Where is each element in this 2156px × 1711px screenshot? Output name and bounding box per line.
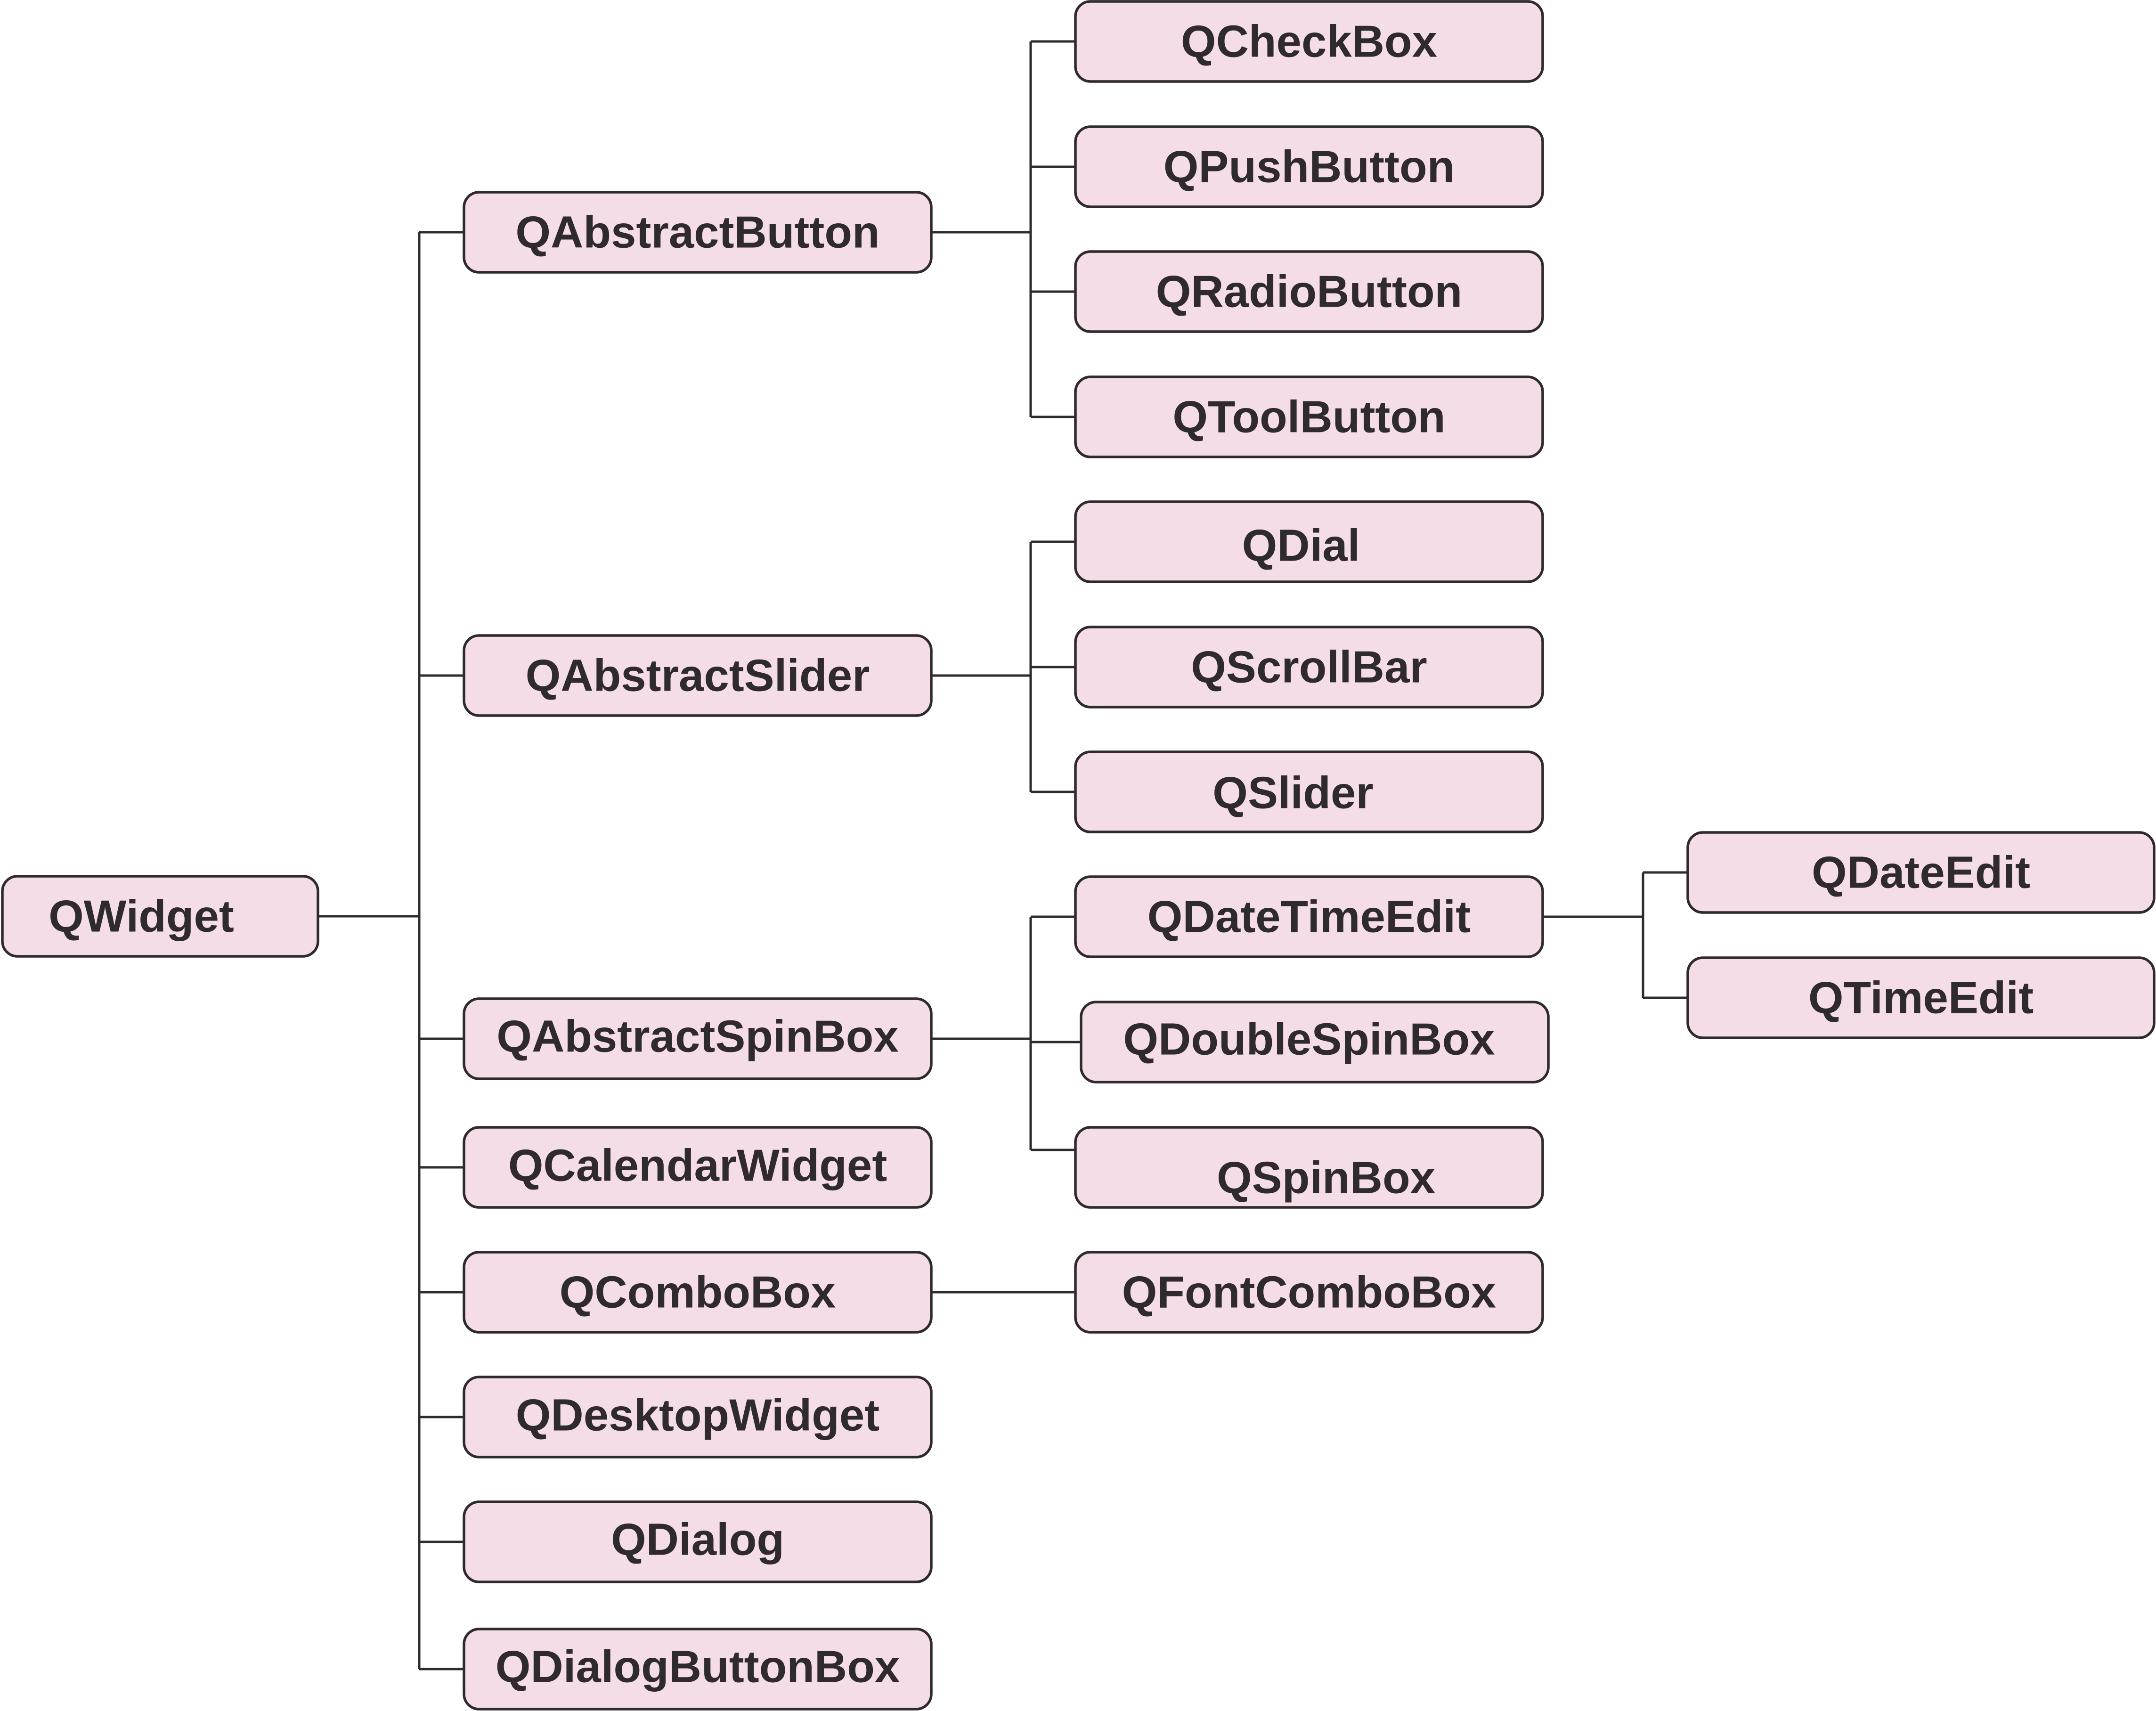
node-label-qslider: QSlider — [1212, 768, 1373, 818]
node-label-qfontcombobox: QFontComboBox — [1122, 1267, 1497, 1318]
node-label-qscrollbar: QScrollBar — [1191, 642, 1427, 693]
node-qabstractbutton: QAbstractButton — [463, 191, 933, 274]
node-qcalendarwidget: QCalendarWidget — [463, 1126, 933, 1209]
node-label-qdialog: QDialog — [611, 1515, 784, 1565]
node-qdialog: QDialog — [463, 1500, 933, 1583]
node-qscrollbar: QScrollBar — [1074, 626, 1544, 709]
node-label-qcalendarwidget: QCalendarWidget — [508, 1141, 887, 1191]
node-qdesktopwidget: QDesktopWidget — [463, 1376, 933, 1458]
node-label-qdial: QDial — [1242, 521, 1360, 571]
node-qfontcombobox: QFontComboBox — [1074, 1251, 1544, 1334]
connectors — [318, 40, 1688, 1670]
node-qradiobutton: QRadioButton — [1074, 250, 1544, 333]
node-label-qdoublespinbox: QDoubleSpinBox — [1123, 1014, 1495, 1065]
node-label-qpushbutton: QPushButton — [1163, 142, 1455, 192]
node-qtoolbutton: QToolButton — [1074, 375, 1544, 458]
node-qdatetimeedit: QDateTimeEdit — [1074, 875, 1544, 958]
node-qspinbox: QSpinBox — [1074, 1126, 1544, 1209]
node-qpushbutton: QPushButton — [1074, 125, 1544, 208]
node-qwidget: QWidget — [1, 875, 319, 958]
node-label-qabstractspinbox: QAbstractSpinBox — [496, 1011, 898, 1062]
node-label-qdialogbuttonbox: QDialogButtonBox — [496, 1642, 900, 1692]
node-qtimeedit: QTimeEdit — [1686, 956, 2156, 1039]
node-qabstractspinbox: QAbstractSpinBox — [463, 997, 933, 1080]
node-label-qabstractbutton: QAbstractButton — [515, 207, 879, 258]
node-qslider: QSlider — [1074, 750, 1544, 833]
node-qdial: QDial — [1074, 500, 1544, 583]
node-qdoublespinbox: QDoubleSpinBox — [1080, 1001, 1550, 1084]
node-label-qdatetimeedit: QDateTimeEdit — [1147, 892, 1471, 942]
node-label-qdateedit: QDateEdit — [1812, 847, 2030, 898]
node-qcheckbox: QCheckBox — [1074, 0, 1544, 83]
node-qcombobox: QComboBox — [463, 1251, 933, 1334]
node-label-qwidget: QWidget — [49, 891, 234, 942]
node-label-qradiobutton: QRadioButton — [1156, 267, 1463, 317]
node-qdateedit: QDateEdit — [1686, 831, 2156, 914]
node-label-qtoolbutton: QToolButton — [1172, 392, 1445, 442]
node-label-qtimeedit: QTimeEdit — [1808, 973, 2034, 1023]
node-label-qabstractslider: QAbstractSlider — [526, 651, 870, 701]
node-label-qcheckbox: QCheckBox — [1181, 16, 1437, 67]
node-label-qspinbox: QSpinBox — [1217, 1153, 1435, 1203]
node-qabstractslider: QAbstractSlider — [463, 634, 933, 717]
node-label-qcombobox: QComboBox — [560, 1267, 836, 1318]
node-label-qdesktopwidget: QDesktopWidget — [516, 1390, 880, 1441]
node-qdialogbuttonbox: QDialogButtonBox — [463, 1628, 933, 1711]
